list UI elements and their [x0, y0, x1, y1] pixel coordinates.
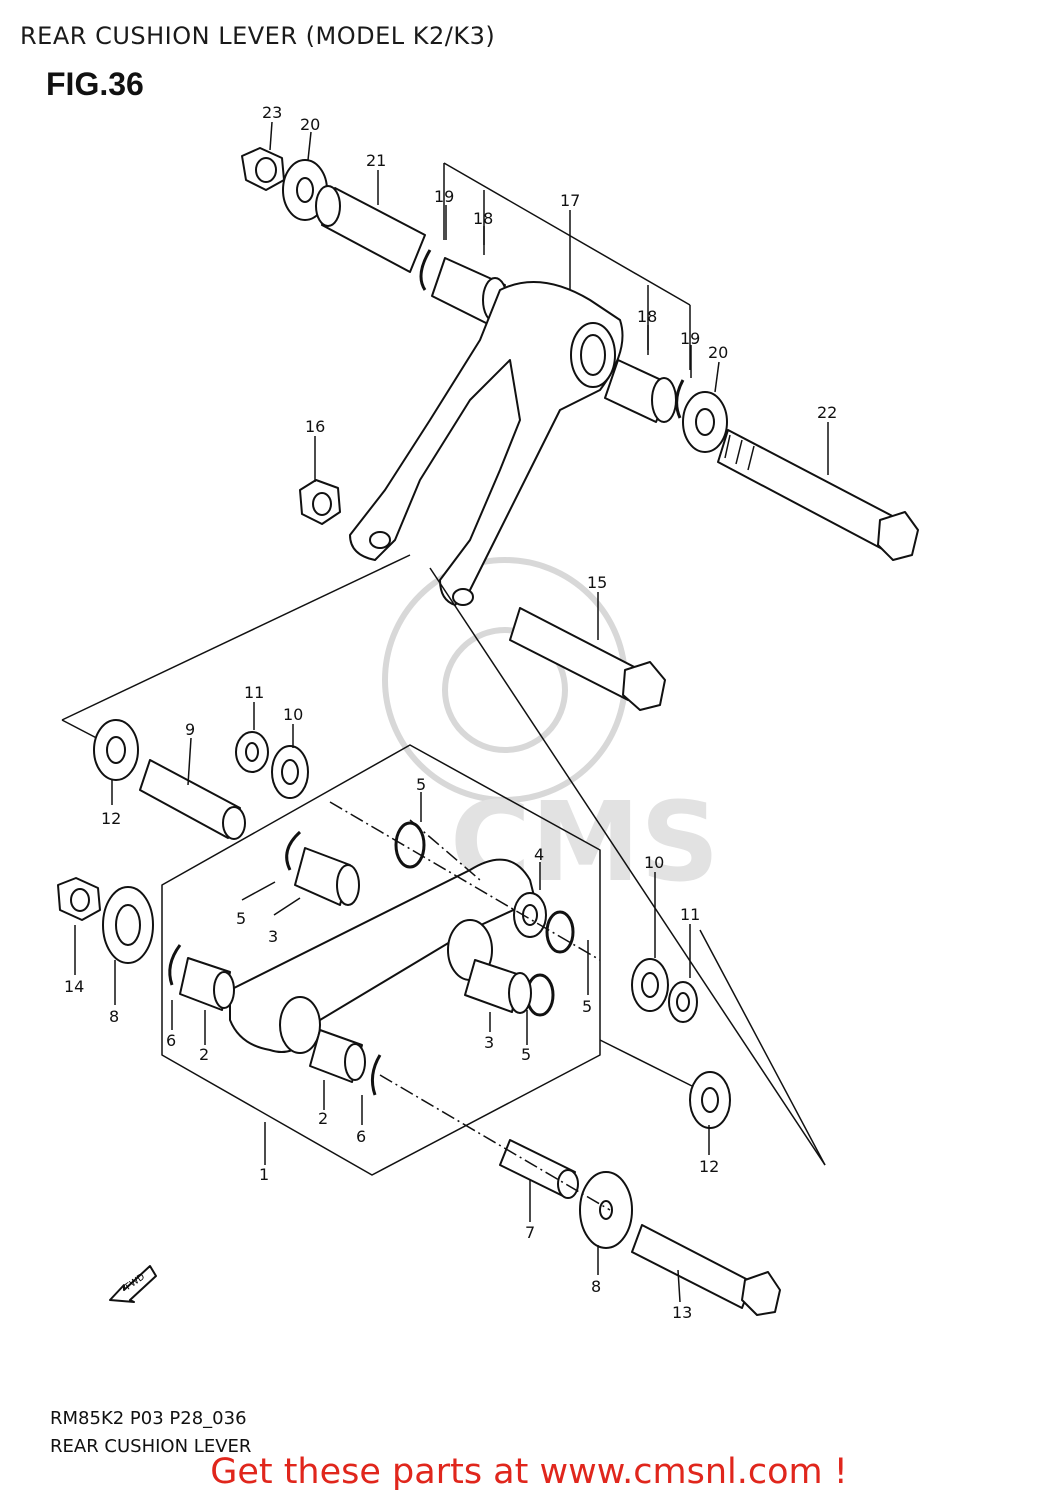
fwd-arrow-icon: [109, 1265, 157, 1303]
part-8-washer-bottom: [579, 1171, 633, 1249]
part-17-cushion-lever: [349, 281, 624, 606]
part-5-ring: [394, 821, 426, 869]
callout-label: 20: [300, 115, 320, 134]
part-1-assembly-box: [161, 744, 601, 1176]
callout-label: 15: [587, 573, 607, 592]
part-2-bearing: [309, 1029, 366, 1083]
callout-label: 10: [283, 705, 303, 724]
part-3-bearing: [294, 847, 360, 906]
part-2-bearing: [179, 957, 235, 1011]
part-15-bolt: [509, 607, 666, 711]
callout-label: 23: [262, 103, 282, 122]
callout-label: 3: [484, 1033, 494, 1052]
callout-label: 14: [64, 977, 84, 996]
callout-label: 9: [185, 720, 195, 739]
page-title: REAR CUSHION LEVER (MODEL K2/K3): [20, 22, 496, 50]
part-5-ring: [545, 910, 575, 954]
callout-label: 18: [473, 209, 493, 228]
callout-label: 20: [708, 343, 728, 362]
callout-label: 7: [525, 1223, 535, 1242]
part-10-seal: [271, 745, 309, 799]
promo-link[interactable]: Get these parts at www.cmsnl.com !: [210, 1452, 848, 1492]
part-3-bearing: [464, 959, 532, 1014]
part-16-nut: [299, 479, 341, 525]
part-22-bolt: [717, 429, 919, 561]
callout-label: 5: [236, 909, 246, 928]
part-8-washer-left: [102, 886, 154, 964]
callout-label: 5: [416, 775, 426, 794]
diagram-code: RM85K2 P03 P28_036: [50, 1408, 247, 1429]
part-9-spacer: [139, 759, 246, 840]
callout-label: 22: [817, 403, 837, 422]
part-19-ring: [419, 249, 432, 291]
part-18-bearing-right: [604, 359, 677, 423]
callout-label: 12: [101, 809, 121, 828]
part-12-collar-top: [93, 719, 139, 781]
callout-label: 19: [434, 187, 454, 206]
callout-label: 19: [680, 329, 700, 348]
part-4-collar: [513, 892, 547, 938]
callout-label: 3: [268, 927, 278, 946]
part-21-sleeve: [315, 185, 426, 273]
callout-label: 11: [244, 683, 264, 702]
diagram-name: REAR CUSHION LEVER: [50, 1436, 252, 1457]
callout-label: 6: [356, 1127, 366, 1146]
part-11-cap-right: [668, 981, 698, 1023]
figure-label: FIG.36: [46, 66, 144, 102]
part-5-ring: [285, 830, 302, 871]
callout-label: 8: [591, 1277, 601, 1296]
callout-label: 8: [109, 1007, 119, 1026]
callout-label: 6: [166, 1031, 176, 1050]
part-12-collar-bottom: [689, 1071, 731, 1129]
part-14-nut: [57, 877, 101, 921]
part-11-cap: [235, 731, 269, 773]
callout-label: 11: [680, 905, 700, 924]
callout-label: 12: [699, 1157, 719, 1176]
callout-label: 5: [521, 1045, 531, 1064]
callout-label: 4: [534, 845, 544, 864]
part-6-ring: [370, 1054, 382, 1096]
part-19-ring-right: [675, 379, 685, 419]
part-20-washer-right: [682, 391, 728, 453]
part-13-bolt: [631, 1224, 781, 1316]
callout-label: 1: [259, 1165, 269, 1184]
callout-label: 16: [305, 417, 325, 436]
callout-label: 2: [318, 1109, 328, 1128]
part-7-spacer: [499, 1139, 579, 1199]
callout-label: 10: [644, 853, 664, 872]
part-23-nut: [241, 147, 285, 191]
callout-label: 18: [637, 307, 657, 326]
callout-label: 13: [672, 1303, 692, 1322]
part-6-ring: [168, 944, 182, 986]
callout-label: 5: [582, 997, 592, 1016]
callout-label: 17: [560, 191, 580, 210]
part-10-seal-right: [631, 958, 669, 1012]
callout-label: 21: [366, 151, 386, 170]
callout-label: 2: [199, 1045, 209, 1064]
